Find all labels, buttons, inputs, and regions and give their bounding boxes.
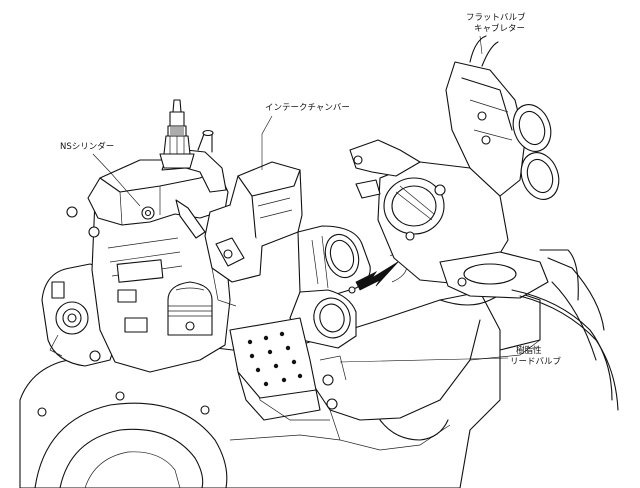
label-resin-line1: 樹脂性 xyxy=(516,346,542,356)
intake-boot-drawing xyxy=(289,225,371,349)
label-intake-chamber: インテークチャンバー xyxy=(265,103,350,113)
leader-line-ns-cylinder xyxy=(92,153,141,207)
label-flat-valve-carburetor: フラットバルブ キャブレター xyxy=(466,13,526,35)
arrow-down-left-icon xyxy=(355,261,399,291)
label-resin-reed-valve: 樹脂性 リードバルブ xyxy=(510,346,561,368)
label-flat-valve-line1: フラットバルブ xyxy=(466,13,526,23)
spark-plug-drawing xyxy=(159,99,195,169)
reed-valve-drawing xyxy=(229,317,347,421)
cylinder-block-drawing xyxy=(41,129,231,373)
label-flat-valve-line2: キャブレター xyxy=(474,24,526,34)
leader-line-intake-chamber xyxy=(261,115,273,170)
intake-chamber-drawing xyxy=(204,161,303,307)
leader-line-reed-valve xyxy=(339,357,509,363)
carburetor-drawing xyxy=(349,35,619,411)
label-resin-line2: リードバルブ xyxy=(510,357,562,367)
label-ns-cylinder: NSシリンダー xyxy=(60,142,115,152)
leader-line-carburetor xyxy=(479,35,483,55)
